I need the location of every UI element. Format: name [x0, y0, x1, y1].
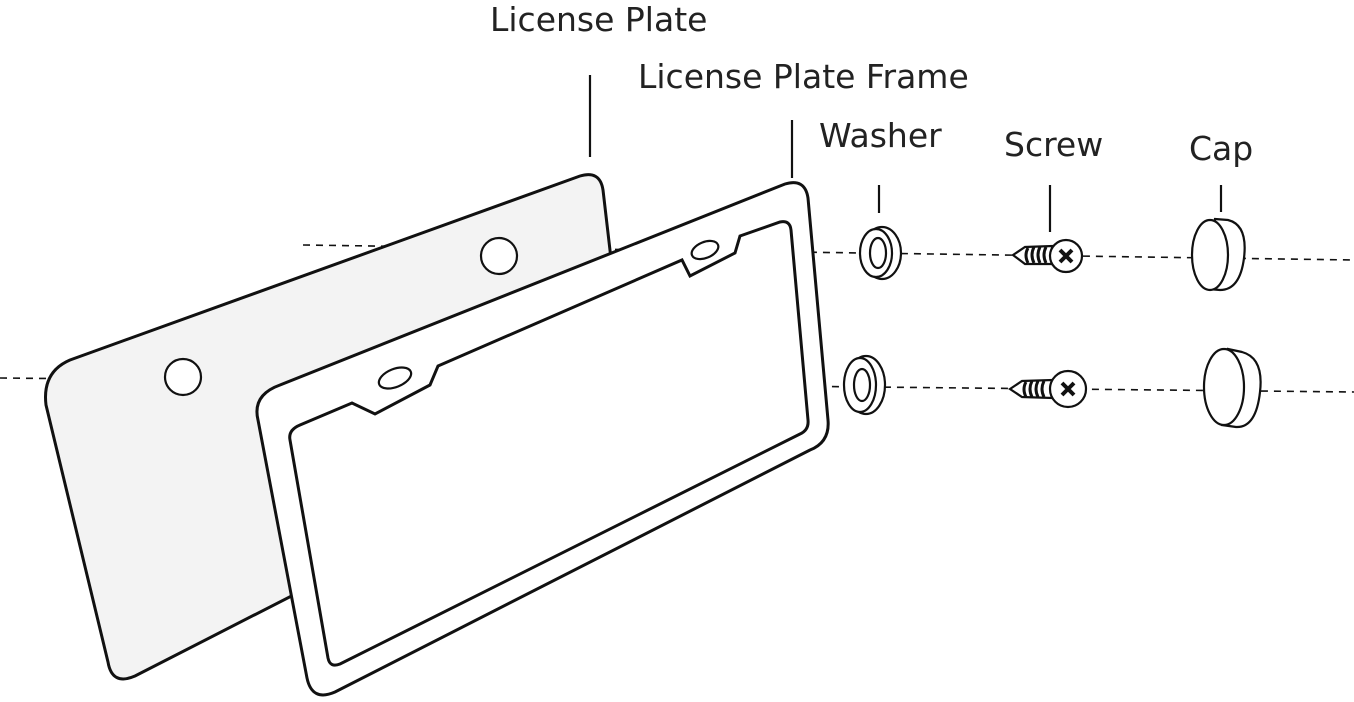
screw-label: Screw — [1004, 125, 1104, 164]
plate-hole-upper — [479, 236, 519, 276]
cap-upper — [1190, 217, 1246, 292]
frame-slot-lower — [377, 366, 413, 390]
license-plate-label: License Plate — [490, 0, 708, 39]
license-plate-frame-drawing — [255, 181, 830, 697]
cap-lower — [1202, 347, 1262, 429]
frame-slot-upper — [690, 239, 720, 261]
washer-upper — [858, 225, 903, 281]
washer-lower — [842, 354, 887, 416]
plate-hole-lower — [163, 357, 203, 397]
screw-lower — [1008, 369, 1088, 409]
license-plate-frame-label: License Plate Frame — [638, 57, 969, 96]
washer-label: Washer — [819, 116, 942, 155]
cap-label: Cap — [1189, 129, 1254, 168]
screw-upper — [1011, 238, 1084, 274]
